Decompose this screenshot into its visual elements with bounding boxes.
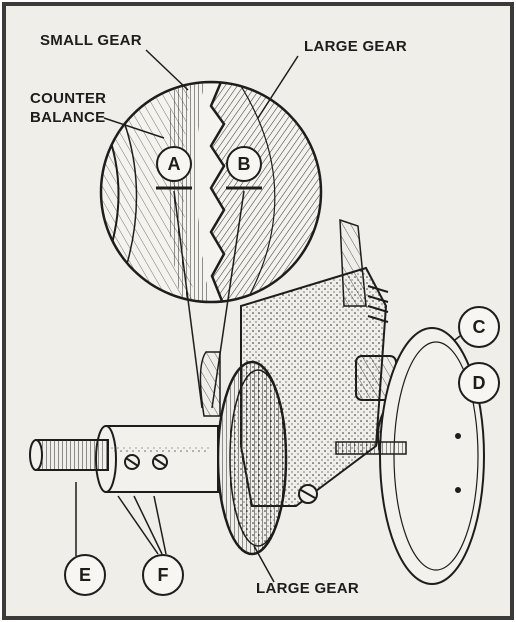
mechanism-illustration	[29, 49, 485, 585]
callout-e: E	[64, 554, 106, 596]
small-gear-label: SMALL GEAR	[40, 32, 142, 49]
callout-d: D	[458, 362, 500, 404]
counter-balance-label-line1: COUNTER	[30, 90, 107, 107]
counter-balance-label-line2: BALANCE	[30, 109, 106, 126]
callout-f: F	[142, 554, 184, 596]
callout-b: B	[226, 146, 262, 182]
magnified-gear-inset	[99, 80, 323, 304]
label-leader-lines	[75, 49, 461, 583]
large-gear-label-bottom: LARGE GEAR	[256, 580, 360, 597]
crankshaft-assembly	[29, 218, 485, 585]
large-gear-label-top: LARGE GEAR	[304, 38, 408, 55]
callout-c: C	[458, 306, 500, 348]
callout-a: A	[156, 146, 192, 182]
